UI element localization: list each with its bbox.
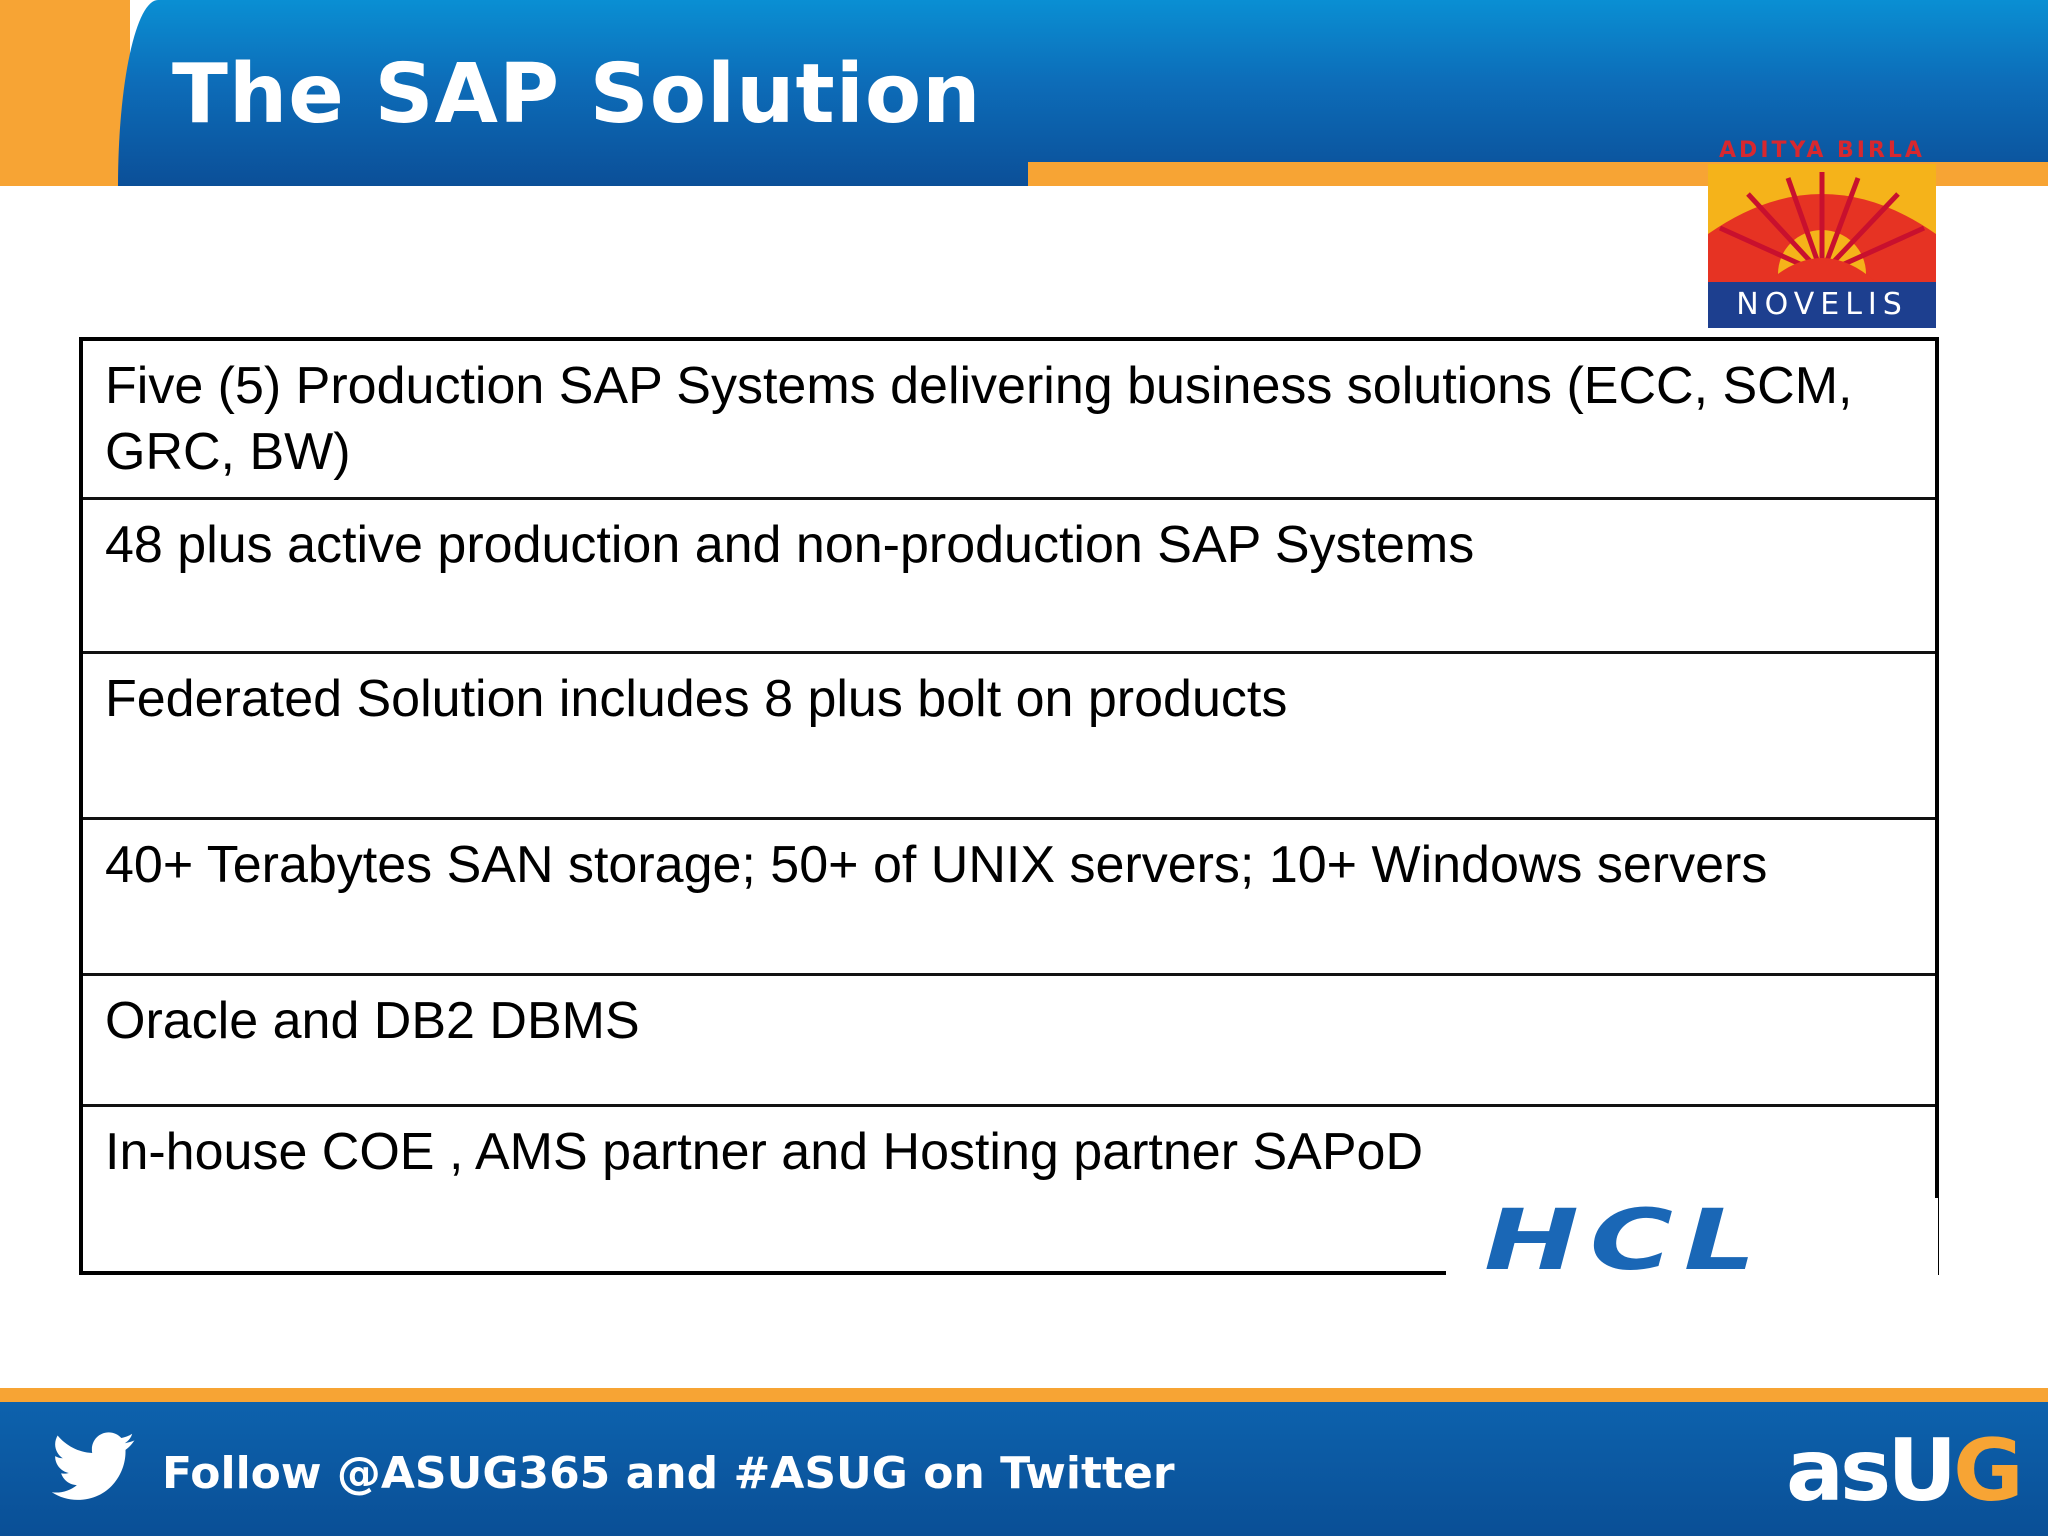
novelis-text: NOVELIS — [1708, 282, 1936, 328]
asug-logo: asUG — [1786, 1426, 2024, 1516]
novelis-logo: ADITYA BIRLA NOVELIS — [1708, 138, 1936, 328]
twitter-bird-icon — [52, 1432, 135, 1500]
slide-title: The SAP Solution — [172, 47, 982, 142]
table-row: In-house COE , AMS partner and Hosting p… — [83, 1107, 1935, 1271]
table-cell: 40+ Terabytes SAN storage; 50+ of UNIX s… — [105, 836, 1768, 894]
table-cell: 48 plus active production and non-produc… — [105, 516, 1475, 574]
table-cell: In-house COE , AMS partner and Hosting p… — [105, 1123, 1424, 1181]
asug-logo-text: asU — [1786, 1421, 1957, 1521]
aditya-birla-text: ADITYA BIRLA — [1719, 138, 1925, 163]
follow-twitter-text: Follow @ASUG365 and #ASUG on Twitter — [162, 1448, 1175, 1499]
table-cell: Five (5) Production SAP Systems deliveri… — [105, 357, 1853, 481]
table-row: Five (5) Production SAP Systems deliveri… — [83, 341, 1935, 500]
hcl-logo-text: HCL — [1484, 1191, 1767, 1289]
facts-table: Five (5) Production SAP Systems deliveri… — [79, 337, 1939, 1275]
sunburst-emblem-icon — [1708, 164, 1936, 282]
table-row: 48 plus active production and non-produc… — [83, 500, 1935, 654]
header-banner — [118, 0, 2048, 186]
table-row: Federated Solution includes 8 plus bolt … — [83, 654, 1935, 820]
footer-orange-strip — [0, 1388, 2048, 1402]
header-orange-accent — [0, 0, 130, 186]
hcl-logo: HCL — [1446, 1198, 1938, 1282]
table-cell: Federated Solution includes 8 plus bolt … — [105, 670, 1288, 728]
table-row: 40+ Terabytes SAN storage; 50+ of UNIX s… — [83, 820, 1935, 976]
table-row: Oracle and DB2 DBMS — [83, 976, 1935, 1107]
asug-logo-accent: G — [1953, 1421, 2024, 1521]
footer-banner — [0, 1402, 2048, 1536]
table-cell: Oracle and DB2 DBMS — [105, 992, 640, 1050]
